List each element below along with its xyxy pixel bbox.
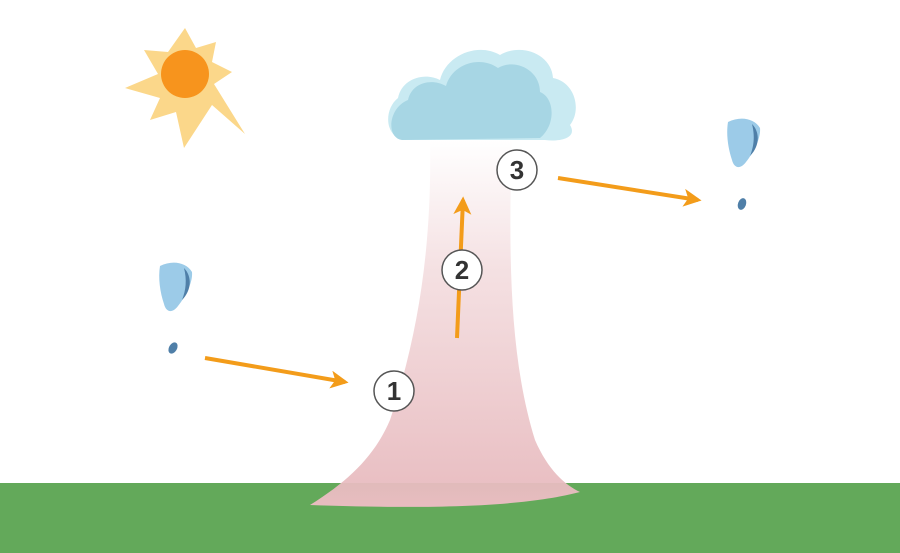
step-1-label: 1 bbox=[387, 376, 401, 406]
arrow-from-step-3 bbox=[557, 176, 702, 207]
step-badge-1: 1 bbox=[373, 370, 415, 412]
step-2-label: 2 bbox=[455, 255, 469, 285]
arrow-to-step-1 bbox=[204, 356, 349, 389]
water-droplet-icon bbox=[727, 118, 761, 210]
updraft-column bbox=[310, 140, 580, 507]
step-3-label: 3 bbox=[510, 155, 524, 185]
sun-icon bbox=[125, 28, 245, 148]
step-badge-2: 2 bbox=[441, 249, 483, 291]
step-badge-3: 3 bbox=[496, 149, 538, 191]
cloud-icon bbox=[388, 49, 576, 141]
water-droplet-icon bbox=[159, 262, 193, 354]
